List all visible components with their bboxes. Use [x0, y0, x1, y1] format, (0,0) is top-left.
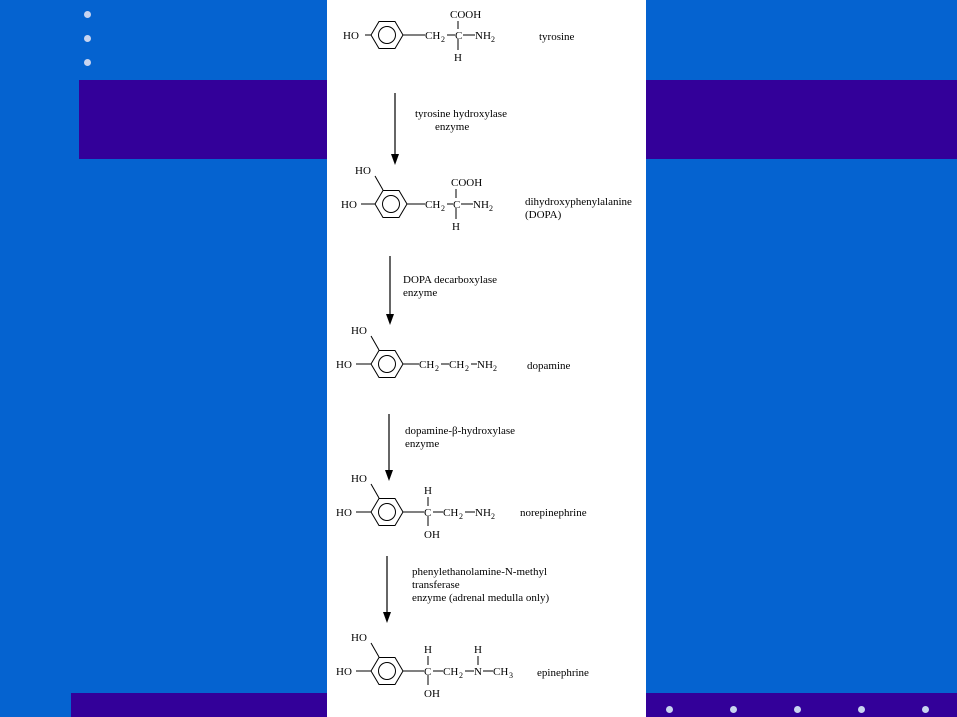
arrow-step-1: tyrosine hydroxylase enzyme	[391, 93, 507, 165]
svg-text:HO: HO	[351, 473, 367, 485]
svg-text:2: 2	[489, 204, 493, 213]
svg-text:C: C	[453, 199, 460, 211]
tyrosine-nh2: NH	[475, 30, 491, 42]
dopa-ho-left: HO	[341, 199, 357, 211]
dopamine-label: dopamine	[527, 360, 570, 372]
bullet-dot	[858, 706, 865, 713]
svg-text:CH: CH	[425, 199, 440, 211]
svg-text:C: C	[424, 666, 431, 678]
norepinephrine-structure: HO HO C H OH CH 2 NH 2 norepinephrine	[336, 473, 587, 541]
svg-text:H: H	[452, 221, 460, 233]
tyrosine-structure: HO CH 2 C COOH NH 2 H tyrosine	[343, 9, 575, 64]
epinephrine-structure: HO HO C H OH CH 2 N H CH 3 epinephrine	[336, 632, 589, 700]
svg-text:HO: HO	[336, 666, 352, 678]
svg-text:2: 2	[459, 512, 463, 521]
bullet-dot	[794, 706, 801, 713]
enzyme-dopamine-beta-hydroxylase: dopamine-β-hydroxylase	[405, 425, 515, 437]
svg-text:CH: CH	[443, 666, 458, 678]
bullet-dot	[730, 706, 737, 713]
svg-text:enzyme (adrenal medulla only): enzyme (adrenal medulla only)	[412, 592, 549, 604]
svg-text:OH: OH	[424, 688, 440, 700]
svg-text:2: 2	[491, 512, 495, 521]
dopa-structure: HO HO CH 2 C COOH NH 2 H dihydroxyphenyl…	[341, 165, 632, 233]
catecholamine-pathway-diagram: HO CH 2 C COOH NH 2 H tyrosine tyrosine …	[336, 9, 632, 700]
bullet-dot	[84, 35, 91, 42]
enzyme-dopa-decarboxylase: DOPA decarboxylase	[403, 274, 497, 286]
svg-text:H: H	[424, 644, 432, 656]
bullet-dot	[84, 11, 91, 18]
benzene-ring	[370, 21, 404, 49]
svg-text:CH: CH	[419, 359, 434, 371]
tyrosine-ch2: CH	[425, 30, 440, 42]
svg-text:N: N	[474, 666, 482, 678]
arrow-step-3: dopamine-β-hydroxylase enzyme	[385, 414, 515, 481]
svg-text:COOH: COOH	[451, 177, 482, 189]
svg-text:2: 2	[459, 671, 463, 680]
arrow-step-4: phenylethanolamine-N-methyl transferase …	[383, 556, 549, 623]
svg-text:NH: NH	[473, 199, 489, 211]
svg-text:CH: CH	[443, 507, 458, 519]
svg-text:transferase: transferase	[412, 579, 460, 591]
svg-text:HO: HO	[336, 507, 352, 519]
benzene-ring	[370, 657, 404, 685]
svg-text:C: C	[424, 507, 431, 519]
svg-text:enzyme: enzyme	[405, 438, 439, 450]
svg-text:(DOPA): (DOPA)	[525, 209, 562, 221]
benzene-ring	[370, 350, 404, 378]
svg-text:2: 2	[465, 364, 469, 373]
svg-text:CH: CH	[449, 359, 464, 371]
norepinephrine-label: norepinephrine	[520, 507, 587, 519]
tyrosine-ho: HO	[343, 30, 359, 42]
svg-text:H: H	[454, 52, 462, 64]
enzyme-tyrosine-hydroxylase: tyrosine hydroxylase	[415, 108, 507, 120]
bullet-dot	[922, 706, 929, 713]
svg-text:NH: NH	[477, 359, 493, 371]
tyrosine-cooh: COOH	[450, 9, 481, 21]
pathway-panel: HO CH 2 C COOH NH 2 H tyrosine tyrosine …	[327, 0, 646, 717]
svg-text:HO: HO	[351, 325, 367, 337]
svg-text:HO: HO	[351, 632, 367, 644]
enzyme-pnmt: phenylethanolamine-N-methyl	[412, 566, 547, 578]
tyrosine-label: tyrosine	[539, 31, 575, 43]
svg-text:2: 2	[493, 364, 497, 373]
svg-text:2: 2	[435, 364, 439, 373]
dopa-ho-top: HO	[355, 165, 371, 177]
dopa-label: dihydroxyphenylalanine	[525, 196, 632, 208]
svg-text:HO: HO	[336, 359, 352, 371]
arrow-step-2: DOPA decarboxylase enzyme	[386, 256, 497, 325]
svg-text:enzyme: enzyme	[435, 121, 469, 133]
svg-text:C: C	[455, 30, 462, 42]
epinephrine-label: epinephrine	[537, 667, 589, 679]
svg-text:CH: CH	[493, 666, 508, 678]
bullet-dot	[666, 706, 673, 713]
benzene-ring	[370, 498, 404, 526]
svg-text:2: 2	[491, 35, 495, 44]
svg-text:2: 2	[441, 35, 445, 44]
svg-text:3: 3	[509, 671, 513, 680]
dopamine-structure: HO HO CH 2 CH 2 NH 2 dopamine	[336, 325, 570, 378]
svg-text:H: H	[474, 644, 482, 656]
bullet-dot	[84, 59, 91, 66]
benzene-ring	[374, 190, 408, 218]
svg-text:2: 2	[441, 204, 445, 213]
svg-text:OH: OH	[424, 529, 440, 541]
svg-text:NH: NH	[475, 507, 491, 519]
svg-text:enzyme: enzyme	[403, 287, 437, 299]
svg-text:H: H	[424, 485, 432, 497]
